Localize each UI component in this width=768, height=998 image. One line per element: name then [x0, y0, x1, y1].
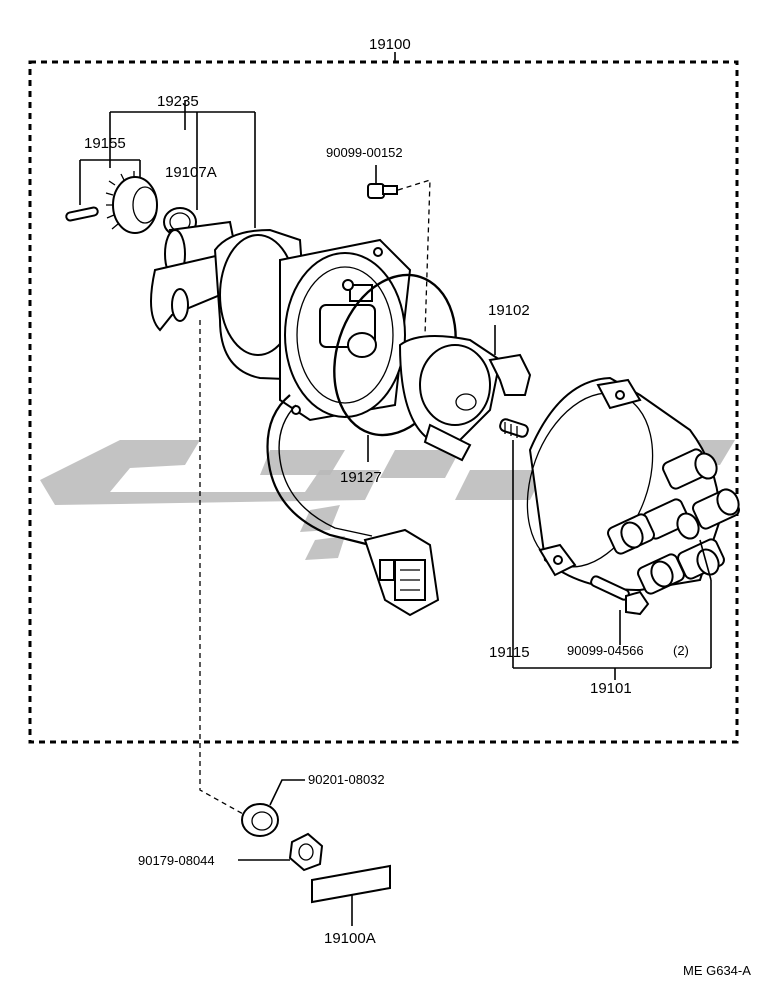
leader-19235: [109, 100, 256, 228]
label-19107A: 19107A: [165, 164, 217, 181]
cap-towers: [607, 448, 740, 595]
mount-path: [199, 320, 246, 816]
distributor-cap-19101: [526, 376, 722, 592]
label-19100: 19100: [369, 36, 411, 53]
label-90099-04566: 90099-04566: [567, 643, 644, 658]
label-19102: 19102: [488, 302, 530, 319]
label-19155: 19155: [84, 135, 126, 152]
label-90099-00152: 90099-00152: [326, 145, 403, 160]
label-19100A: 19100A: [324, 930, 376, 947]
assembly-frame: [28, 60, 739, 744]
washer-90201-08032: [241, 803, 279, 837]
leader-19101: [512, 440, 712, 680]
diagram-code: ME G634-A: [683, 963, 751, 978]
sensor-connector: [363, 528, 440, 617]
label-plate-19100A: [311, 864, 391, 904]
label-19127: 19127: [340, 469, 382, 486]
label-90201-08032: 90201-08032: [308, 772, 385, 787]
bolt-90099-04566: [590, 575, 650, 616]
wire-harness: [266, 394, 373, 547]
drive-gear: [105, 171, 158, 234]
label-19115: 19115: [489, 644, 530, 661]
label-19101: 19101: [590, 680, 632, 697]
carbon-brush-19115: [499, 418, 529, 438]
label-90179-08044: 90179-08044: [138, 853, 215, 868]
screw-path-90099-00152: [397, 179, 431, 336]
distributor-head: [279, 238, 412, 422]
screw-90099-00152: [367, 183, 398, 199]
label-qty-90099-04566: (2): [673, 643, 689, 658]
leader-90201-08032: [269, 779, 305, 806]
nut-90179-08044: [288, 832, 324, 872]
label-19235: 19235: [157, 93, 199, 110]
rotor-19102: [398, 335, 532, 462]
drive-pin: [65, 206, 99, 222]
